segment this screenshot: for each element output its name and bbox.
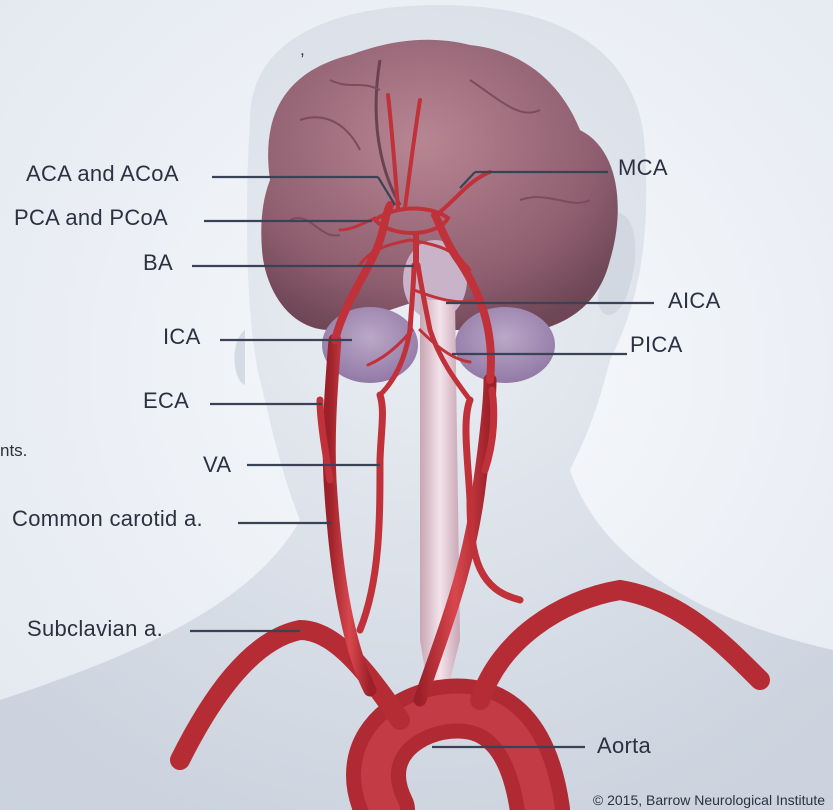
copyright-notice: © 2015, Barrow Neurological Institute	[593, 792, 825, 808]
cut-text-mid: nts.	[0, 441, 27, 461]
cut-text-top: ,	[300, 40, 305, 60]
label-mca: MCA	[618, 155, 668, 181]
label-pica: PICA	[630, 332, 683, 358]
label-ica: ICA	[163, 324, 201, 350]
label-eca: ECA	[143, 388, 189, 414]
label-ba: BA	[143, 250, 173, 276]
label-pca: PCA and PCoA	[14, 205, 168, 231]
label-aca: ACA and ACoA	[26, 161, 179, 187]
label-aica: AICA	[668, 288, 721, 314]
label-va: VA	[203, 452, 231, 478]
label-aorta: Aorta	[597, 733, 651, 759]
label-common-carotid: Common carotid a.	[12, 506, 203, 532]
label-subclavian: Subclavian a.	[27, 616, 163, 642]
